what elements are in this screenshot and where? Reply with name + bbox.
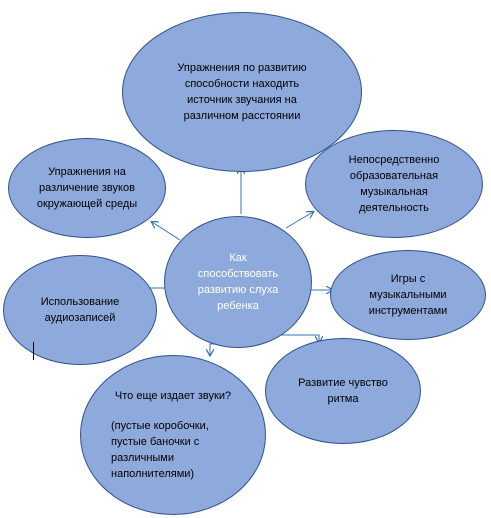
arrow-to-left-upper <box>152 222 181 241</box>
node-left: Использование аудиозаписей <box>3 255 157 365</box>
node-top: Упражнения по развитию способности наход… <box>122 12 362 172</box>
node-bottom-details: (пустые коробочки, пустые баночки с разл… <box>111 420 209 480</box>
node-left-label: Использование аудиозаписей <box>40 296 120 324</box>
node-bottom-question: Что еще издает звуки? <box>114 390 232 402</box>
node-center: Как способствовать развитию слуха ребенк… <box>164 216 312 348</box>
node-center-label: Как способствовать развитию слуха ребенк… <box>197 252 279 312</box>
node-bottom: Что еще издает звуки? (пустые коробочки,… <box>80 355 266 515</box>
node-right-upper-label: Непосредственно образовательная музыкаль… <box>348 154 440 214</box>
node-bottom-right: Развитие чувство ритма <box>265 338 421 444</box>
node-bottom-right-label: Развитие чувство ритма <box>298 377 388 405</box>
node-right: Игры с музыкальными инструментами <box>330 250 486 340</box>
node-top-label: Упражнения по развитию способности наход… <box>177 62 307 122</box>
text-cursor <box>33 342 34 360</box>
node-left-upper-label: Упражнения на различение звуков окружающ… <box>36 166 138 210</box>
node-right-label: Игры с музыкальными инструментами <box>368 273 448 317</box>
node-right-upper: Непосредственно образовательная музыкаль… <box>305 130 483 238</box>
node-left-upper: Упражнения на различение звуков окружающ… <box>8 138 166 238</box>
arrow-to-right-upper <box>285 212 313 229</box>
